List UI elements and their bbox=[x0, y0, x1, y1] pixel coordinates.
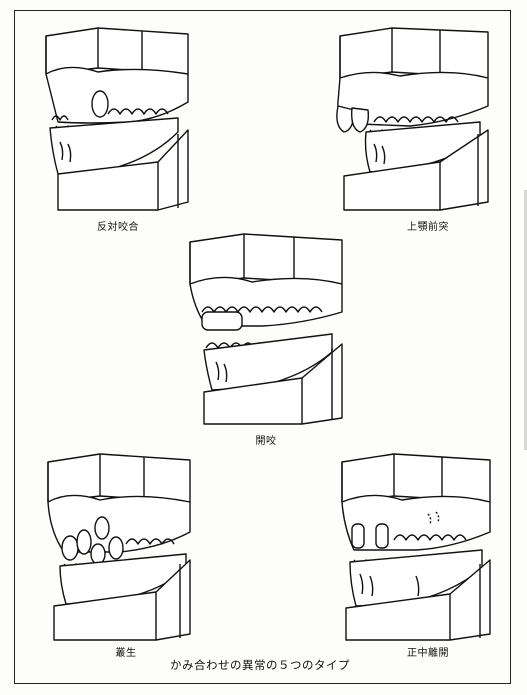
dental-model-crowding bbox=[40, 448, 200, 644]
dental-model-diastema bbox=[332, 448, 502, 644]
figure-caption: かみ合わせの異常の５つのタイプ bbox=[130, 657, 390, 673]
label-crossbite: 反対咬合 bbox=[58, 218, 178, 233]
label-protrusion: 上顎前突 bbox=[368, 218, 488, 233]
dental-model-protrusion bbox=[330, 22, 500, 212]
dental-model-crossbite bbox=[38, 22, 198, 212]
dental-model-openbite bbox=[182, 228, 352, 428]
label-openbite: 開咬 bbox=[206, 432, 326, 447]
